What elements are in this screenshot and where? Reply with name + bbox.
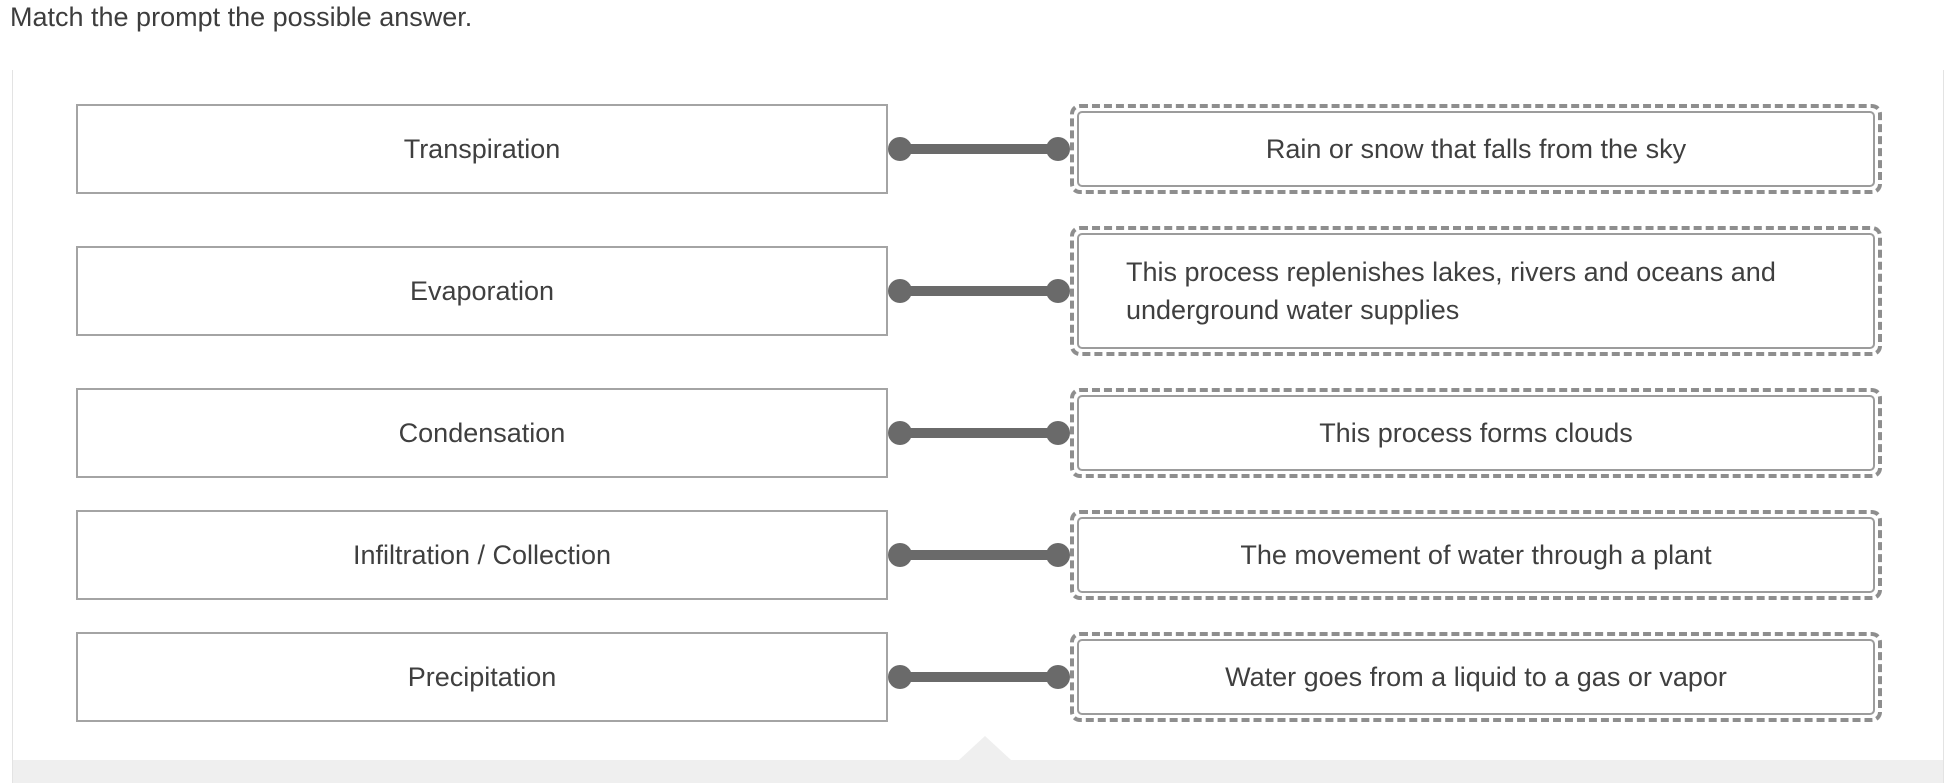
answer-label: Water goes from a liquid to a gas or vap… (1225, 662, 1727, 692)
answer-card[interactable]: This process forms clouds (1077, 395, 1875, 471)
answer-label: This process replenishes lakes, rivers a… (1126, 257, 1776, 325)
connector-dot-right (1046, 543, 1070, 567)
prompt-card[interactable]: Infiltration / Collection (76, 510, 888, 600)
answer-drop-slot[interactable]: The movement of water through a plant (1070, 510, 1882, 600)
match-row: Precipitation Water goes from a liquid t… (76, 632, 1943, 722)
match-connector (888, 279, 1070, 303)
prompt-card[interactable]: Condensation (76, 388, 888, 478)
prompt-label: Precipitation (407, 662, 557, 692)
answer-drop-slot[interactable]: Rain or snow that falls from the sky (1070, 104, 1882, 194)
match-row: Transpiration Rain or snow that falls fr… (76, 104, 1943, 194)
answer-drop-slot[interactable]: This process forms clouds (1070, 388, 1882, 478)
prompt-label: Transpiration (403, 134, 561, 164)
connector-dot-right (1046, 421, 1070, 445)
question-panel: Transpiration Rain or snow that falls fr… (12, 70, 1944, 783)
answer-card[interactable]: This process replenishes lakes, rivers a… (1077, 233, 1875, 349)
drawer-notch-triangle[interactable] (959, 736, 1011, 760)
match-rows: Transpiration Rain or snow that falls fr… (13, 70, 1943, 722)
prompt-card[interactable]: Transpiration (76, 104, 888, 194)
bottom-drawer-bar[interactable] (13, 760, 1943, 783)
answer-drop-slot[interactable]: Water goes from a liquid to a gas or vap… (1070, 632, 1882, 722)
match-connector (888, 543, 1070, 567)
connector-dot-right (1046, 665, 1070, 689)
connector-line (906, 144, 1052, 154)
match-connector (888, 665, 1070, 689)
prompt-card[interactable]: Evaporation (76, 246, 888, 336)
answer-card[interactable]: Water goes from a liquid to a gas or vap… (1077, 639, 1875, 715)
match-row: Evaporation This process replenishes lak… (76, 226, 1943, 356)
answer-drop-slot[interactable]: This process replenishes lakes, rivers a… (1070, 226, 1882, 356)
answer-card[interactable]: The movement of water through a plant (1077, 517, 1875, 593)
answer-label: Rain or snow that falls from the sky (1265, 134, 1687, 164)
prompt-label: Condensation (398, 418, 566, 448)
match-row: Infiltration / Collection The movement o… (76, 510, 1943, 600)
prompt-label: Infiltration / Collection (352, 540, 612, 570)
answer-label: The movement of water through a plant (1240, 540, 1712, 570)
connector-dot-right (1046, 279, 1070, 303)
match-connector (888, 421, 1070, 445)
connector-line (906, 428, 1052, 438)
match-row: Condensation This process forms clouds (76, 388, 1943, 478)
answer-card[interactable]: Rain or snow that falls from the sky (1077, 111, 1875, 187)
prompt-card[interactable]: Precipitation (76, 632, 888, 722)
connector-line (906, 672, 1052, 682)
connector-dot-right (1046, 137, 1070, 161)
answer-label: This process forms clouds (1319, 418, 1633, 448)
connector-line (906, 286, 1052, 296)
prompt-label: Evaporation (409, 276, 555, 306)
connector-line (906, 550, 1052, 560)
match-connector (888, 137, 1070, 161)
page-title: Match the prompt the possible answer. (10, 2, 473, 32)
